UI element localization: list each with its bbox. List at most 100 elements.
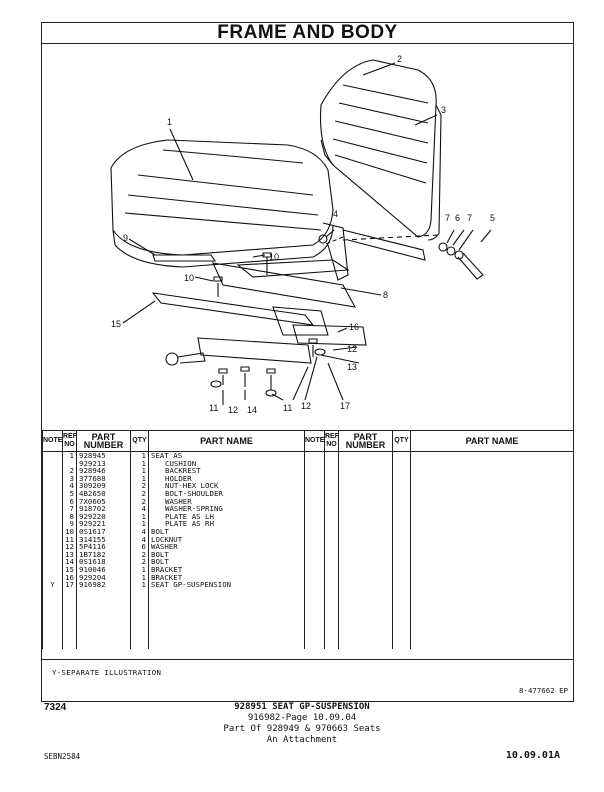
group-attachment: An Attachment [266, 735, 338, 745]
empty-cell [410, 505, 574, 513]
part-number-cell: 377688 [76, 474, 131, 483]
empty-cell [304, 505, 325, 513]
empty-cell [324, 474, 339, 483]
empty-cell [324, 558, 339, 566]
footnote: Y-SEPARATE ILLUSTRATION [52, 668, 162, 677]
empty-cell [324, 543, 339, 551]
empty-cell [410, 535, 574, 544]
empty-cell [392, 588, 411, 649]
empty-cell [410, 565, 574, 574]
ref-cell: 6 [62, 497, 77, 506]
callout-14: 14 [247, 405, 257, 415]
note-cell [42, 474, 63, 483]
empty-cell [304, 459, 325, 468]
empty-cell [338, 543, 393, 551]
note-cell [42, 550, 63, 559]
empty-cell [304, 543, 325, 551]
revision-number: 10.09.01A [505, 750, 560, 761]
part-name-cell: BRACKET [148, 565, 305, 574]
group-part-of: Part Of 928949 & 970663 Seats [223, 724, 381, 734]
part-number-cell: 929213 [76, 459, 131, 468]
part-number-cell: 928946 [76, 467, 131, 475]
empty-cell [338, 527, 393, 536]
callout-10a: 10 [269, 252, 279, 262]
empty-cell [410, 512, 574, 521]
empty-cell [392, 482, 411, 490]
empty-cell [392, 512, 411, 521]
empty-cell [392, 467, 411, 475]
header-note-2: NOTE [304, 430, 325, 452]
part-name-cell: BOLT-SHOULDER [148, 489, 305, 498]
part-name-cell: BACKREST [148, 467, 305, 475]
callout-12a: 12 [228, 405, 238, 415]
empty-cell [304, 497, 325, 506]
empty-cell [76, 588, 131, 649]
empty-cell [130, 588, 149, 649]
part-name-cell: SEAT AS [148, 451, 305, 460]
qty-cell: 1 [130, 467, 149, 475]
ref-cell: 3 [62, 474, 77, 483]
empty-cell [324, 520, 339, 528]
callout-16: 16 [349, 322, 359, 332]
note-cell [42, 467, 63, 475]
empty-cell [410, 558, 574, 566]
empty-cell [392, 505, 411, 513]
callout-4: 4 [333, 209, 338, 219]
empty-cell [304, 451, 325, 460]
empty-cell [338, 535, 393, 544]
empty-cell [392, 573, 411, 582]
empty-cell [338, 505, 393, 513]
ref-cell: 16 [62, 573, 77, 582]
callout-10b: 10 [184, 273, 194, 283]
ref-cell: 4 [62, 482, 77, 490]
part-number-cell: 4B2650 [76, 489, 131, 498]
callout-13: 13 [347, 362, 357, 372]
empty-cell [392, 565, 411, 574]
page-number: 7324 [44, 702, 67, 713]
empty-cell [304, 512, 325, 521]
header-ref-no: REF NO [62, 430, 77, 452]
note-cell [42, 497, 63, 506]
callout-labels: 1 2 3 4 5 6 7 7 8 9 10 10 11 11 12 12 12… [111, 54, 495, 415]
empty-cell [304, 520, 325, 528]
header-note: NOTE [42, 430, 63, 452]
empty-cell [392, 451, 411, 460]
empty-cell [324, 489, 339, 498]
qty-cell: 2 [130, 558, 149, 566]
empty-cell [392, 550, 411, 559]
empty-cell [304, 565, 325, 574]
header-part-number: PART NUMBER [76, 430, 131, 452]
note-cell [42, 573, 63, 582]
header-part-name-2: PART NAME [410, 430, 574, 452]
note-cell [42, 489, 63, 498]
part-name-cell: LOCKNUT [148, 535, 305, 544]
empty-cell [42, 588, 63, 649]
table-header-row: NOTE REF NO PART NUMBER QTY PART NAME NO… [42, 430, 574, 452]
ref-cell: 10 [62, 527, 77, 536]
empty-cell [410, 550, 574, 559]
empty-cell [324, 497, 339, 506]
part-number-cell: 7X0605 [76, 497, 131, 506]
empty-cell [304, 588, 325, 649]
note-cell [42, 482, 63, 490]
empty-cell [410, 520, 574, 528]
callout-11a: 11 [209, 403, 218, 413]
callout-3: 3 [441, 105, 446, 115]
empty-cell [324, 459, 339, 468]
part-name-cell: BOLT [148, 558, 305, 566]
empty-cell [324, 573, 339, 582]
callout-12c: 12 [347, 344, 357, 354]
part-name-cell: SEAT GP-SUSPENSION [148, 581, 305, 589]
note-cell [42, 520, 63, 528]
callout-2: 2 [397, 54, 402, 64]
exploded-view-illustration: 1 2 3 4 5 6 7 7 8 9 10 10 11 11 12 12 12… [110, 54, 495, 415]
qty-cell: 1 [130, 573, 149, 582]
empty-cell [392, 489, 411, 498]
header-part-name: PART NAME [148, 430, 305, 452]
